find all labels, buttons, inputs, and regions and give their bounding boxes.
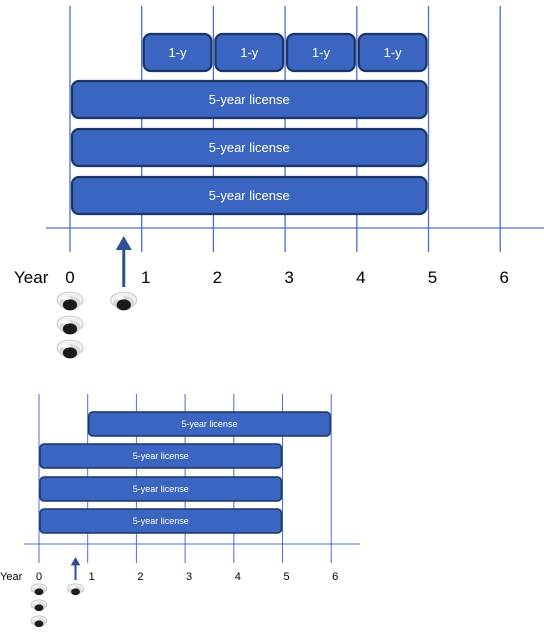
year-axis-label: Year xyxy=(14,268,49,287)
license-label: 5-year license xyxy=(209,92,290,107)
year-tick-label: 0 xyxy=(36,571,42,583)
year-tick-label: 5 xyxy=(428,268,437,287)
year-tick-label: 1 xyxy=(141,268,150,287)
dome-camera-icon xyxy=(56,291,84,311)
license-bar: 5-year license xyxy=(70,175,428,216)
dome-camera-icon xyxy=(30,583,48,596)
license-label: 5-year license xyxy=(181,419,237,429)
license-label: 5-year license xyxy=(133,516,189,526)
diagram-bottom: 5-year license 5-year license 5-year licen… xyxy=(0,394,360,628)
license-label: 1-y xyxy=(312,45,331,60)
year-tick-label: 5 xyxy=(283,571,289,583)
license-bar: 5-year license xyxy=(39,508,283,534)
up-arrow-icon xyxy=(70,557,81,580)
year-tick-label: 3 xyxy=(284,268,293,287)
license-bar: 1-y xyxy=(214,32,285,73)
year-tick-label: 6 xyxy=(332,571,338,583)
license-label: 1-y xyxy=(169,45,188,60)
year-axis-label: Year xyxy=(0,571,23,583)
dome-camera-icon xyxy=(56,315,84,335)
license-bar: 5-year license xyxy=(70,127,428,168)
diagram-top: 1-y 1-y 1-y 1-y 5-year license 5-year license… xyxy=(14,6,544,359)
license-bar: 1-y xyxy=(142,32,213,73)
license-bar: 1-y xyxy=(286,32,356,73)
license-label: 1-y xyxy=(384,45,403,60)
year-tick-label: 0 xyxy=(65,268,74,287)
license-label: 5-year license xyxy=(209,140,290,155)
up-arrow-icon xyxy=(115,236,132,287)
license-label: 5-year license xyxy=(133,451,189,461)
year-tick-label: 4 xyxy=(356,268,365,287)
year-tick-label: 2 xyxy=(137,571,143,583)
year-tick-label: 1 xyxy=(89,571,95,583)
license-bar: 1-y xyxy=(357,32,428,73)
dome-camera-icon xyxy=(30,599,48,612)
dome-camera-icon xyxy=(56,339,84,359)
year-tick-label: 2 xyxy=(213,268,222,287)
year-tick-label: 4 xyxy=(235,571,241,583)
license-label: 1-y xyxy=(240,45,259,60)
license-bar: 5-year license xyxy=(39,443,283,469)
license-label: 5-year license xyxy=(209,188,290,203)
license-label: 5-year license xyxy=(133,484,189,494)
license-bar: 5-year license xyxy=(70,79,428,120)
dome-camera-icon xyxy=(30,615,48,628)
license-bar: 5-year license xyxy=(87,411,331,437)
year-tick-label: 3 xyxy=(186,571,192,583)
license-bar: 5-year license xyxy=(39,476,283,502)
dome-camera-icon xyxy=(110,291,138,311)
dome-camera-icon xyxy=(67,583,84,596)
year-tick-label: 6 xyxy=(499,268,508,287)
